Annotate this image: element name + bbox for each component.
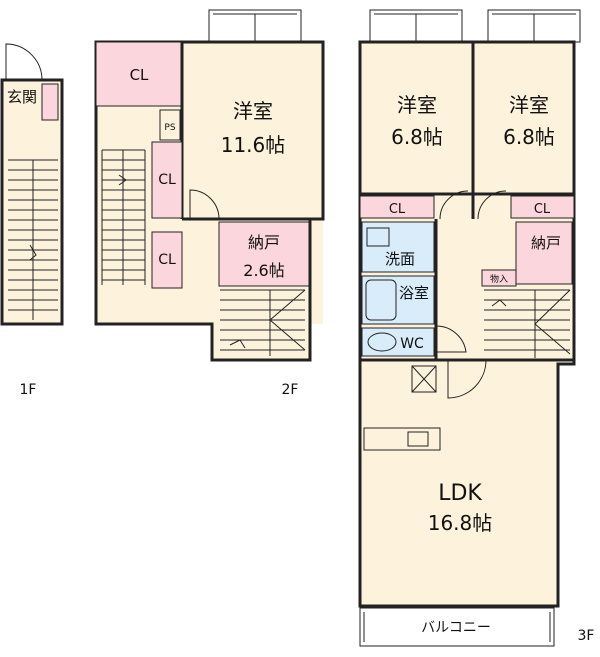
shoe-closet — [41, 83, 59, 121]
bath-label-1: 浴室 — [399, 284, 429, 302]
kitchen-sink-icon — [407, 431, 429, 447]
cl-mid-2f-label: CL — [158, 172, 176, 188]
bathtub-icon — [365, 279, 397, 321]
bedroom-3f-b-name: 洋室 — [509, 93, 549, 117]
entry-door-swing — [5, 43, 43, 81]
storage-3f-label-1: 納戸 — [531, 234, 561, 252]
wc-label: WC — [400, 336, 424, 352]
floor-3f-ldk-area — [360, 360, 558, 606]
bedroom-3f-a-size: 6.8帖 — [391, 125, 443, 149]
bedroom-2f-size: 11.6帖 — [221, 133, 286, 157]
bedroom-3f-a-door — [439, 190, 469, 220]
wc — [361, 327, 435, 357]
bedroom-3f-b-door — [477, 190, 507, 220]
wc-door — [435, 325, 467, 353]
floor-3f-label: 3F — [578, 628, 595, 644]
floor-1f-label: 1F — [20, 382, 37, 398]
bedroom-2f-door — [189, 189, 220, 220]
ps-label: PS — [164, 123, 175, 133]
bedroom-3f-a-name: 洋室 — [397, 93, 437, 117]
ldk-door — [447, 359, 487, 399]
ldk-size: 16.8帖 — [428, 511, 493, 535]
floor-2f: CL 洋室 11.6帖 PS CL CL 納戸 2.6帖 — [94, 9, 325, 398]
balcony-label: バルコニー — [421, 620, 491, 636]
cl-3f-b-label: CL — [534, 202, 551, 217]
washroom-label: 洗面 — [385, 250, 415, 268]
storage-2f-size: 2.6帖 — [243, 261, 284, 280]
bedroom-2f-name: 洋室 — [233, 99, 273, 123]
floor-1f-outline — [0, 78, 64, 326]
ps-box — [159, 109, 181, 141]
ldk-name: LDK — [438, 481, 482, 506]
stairs-2f-left — [96, 105, 152, 285]
floor-3f: 洋室 6.8帖 洋室 6.8帖 CL CL 洗面 浴室 WC 納戸 物入 — [358, 9, 595, 647]
small-closet-3f-label: 物入 — [490, 273, 508, 285]
cl-3f-b — [510, 195, 575, 219]
cl-low-2f — [151, 231, 183, 289]
sink-icon — [366, 227, 390, 247]
stairs-2f-lower — [220, 289, 306, 356]
floor-2f-label: 2F — [282, 382, 299, 398]
washroom — [361, 221, 435, 273]
storage-3f — [515, 221, 573, 285]
balcony — [359, 607, 555, 647]
cl-3f-a-label: CL — [389, 202, 406, 217]
bedroom-3f-b-size: 6.8帖 — [503, 125, 555, 149]
cl-3f-a — [359, 195, 435, 219]
floor-1f-area — [2, 80, 62, 324]
cl-top-2f-label: CL — [130, 66, 149, 84]
cl-low-2f-label: CL — [158, 252, 176, 268]
floor-1f: 玄関 1F — [0, 43, 64, 398]
stairs-3f — [484, 289, 571, 358]
toilet-icon — [367, 332, 397, 352]
storage-2f — [218, 221, 310, 287]
cl-mid-2f — [151, 141, 183, 219]
cl-top-2f — [95, 41, 183, 107]
genkan-label-1: 玄関 — [7, 88, 37, 106]
bath — [361, 275, 435, 325]
fridge-space — [411, 365, 437, 393]
floor-2f-outline — [94, 40, 325, 362]
small-closet-3f — [481, 269, 517, 287]
storage-2f-name: 納戸 — [248, 233, 280, 252]
kitchen-counter — [363, 427, 441, 451]
stairs-1f — [8, 159, 58, 320]
